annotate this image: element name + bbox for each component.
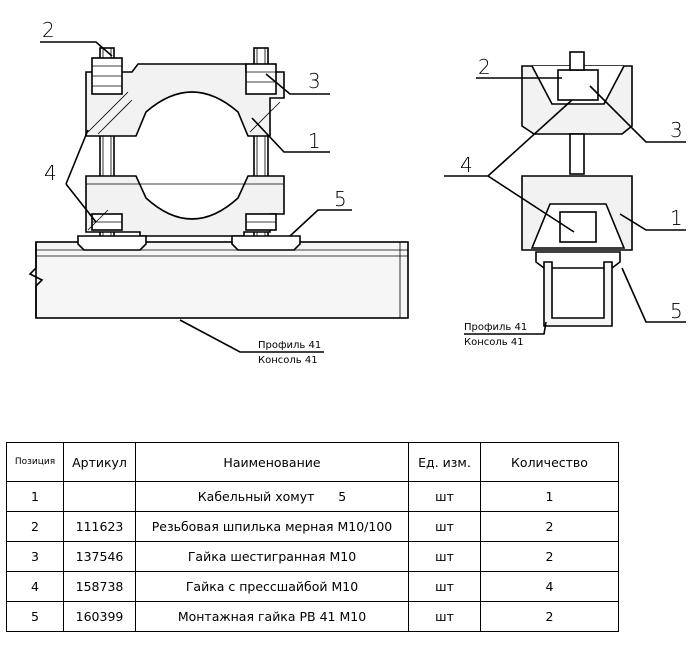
header-position: Позиция — [6, 442, 64, 482]
callout-4: 4 — [44, 161, 57, 185]
callout-1-side: 1 — [670, 206, 683, 230]
cell-position: 4 — [6, 571, 64, 602]
callout-2-side: 2 — [478, 55, 491, 79]
cell-unit: шт — [408, 541, 481, 572]
callout-5-side: 5 — [670, 299, 683, 323]
cell-name: Гайка с прессшайбой М10 — [135, 571, 409, 602]
header-name: Наименование — [135, 442, 409, 482]
cell-name: Гайка шестигранная М10 — [135, 541, 409, 572]
nut-top-right — [245, 63, 277, 95]
clamp-lower — [85, 175, 285, 237]
cell-article: 158738 — [63, 571, 136, 602]
cell-position: 3 — [6, 541, 64, 572]
leader-lines — [40, 41, 686, 353]
side-stud — [569, 133, 585, 175]
table-row: 3 137546 Гайка шестигранная М10 шт 2 — [6, 541, 619, 572]
cell-article: 160399 — [63, 601, 136, 632]
profile-bar — [35, 241, 409, 319]
cell-unit: шт — [408, 601, 481, 632]
cell-quantity: 2 — [480, 511, 619, 542]
cell-name: Кабельный хомут 5 — [135, 481, 409, 512]
profile-label: Профиль 41 — [258, 340, 321, 351]
header-unit: Ед. изм. — [408, 442, 481, 482]
cell-article: 137546 — [63, 541, 136, 572]
callout-3-side: 3 — [670, 118, 683, 142]
cell-unit: шт — [408, 481, 481, 512]
cell-quantity: 2 — [480, 601, 619, 632]
cell-unit: шт — [408, 571, 481, 602]
cell-quantity: 1 — [480, 481, 619, 512]
side-view — [521, 51, 633, 327]
table-row: 4 158738 Гайка с прессшайбой М10 шт 4 — [6, 571, 619, 602]
bill-of-materials-table: Позиция Артикул Наименование Ед. изм. Ко… — [6, 442, 619, 632]
side-nut-top — [557, 69, 599, 101]
channel-nut-left — [77, 235, 147, 251]
console-label: Консоль 41 — [258, 355, 318, 366]
table-row: 2 111623 Резьбовая шпилька мерная М10/10… — [6, 511, 619, 542]
cell-position: 1 — [6, 481, 64, 512]
callout-5: 5 — [334, 187, 347, 211]
cell-name: Резьбовая шпилька мерная М10/100 — [135, 511, 409, 542]
callout-1: 1 — [308, 129, 321, 153]
front-view — [28, 47, 409, 319]
cell-article — [63, 481, 136, 512]
cell-position: 5 — [6, 601, 64, 632]
console-label-side: Консоль 41 — [464, 337, 524, 348]
profile-label-side: Профиль 41 — [464, 322, 527, 333]
callout-2: 2 — [42, 18, 55, 42]
cell-article: 111623 — [63, 511, 136, 542]
side-profile — [543, 261, 613, 327]
cell-quantity: 4 — [480, 571, 619, 602]
channel-nut-right — [231, 235, 301, 251]
cell-quantity: 2 — [480, 541, 619, 572]
cell-position: 2 — [6, 511, 64, 542]
table-header-row: Позиция Артикул Наименование Ед. изм. Ко… — [6, 442, 619, 482]
callout-3: 3 — [308, 69, 321, 93]
header-article: Артикул — [63, 442, 136, 482]
assembly-drawing: 2 3 1 4 5 2 3 4 1 5 Профиль 41 Консоль 4… — [28, 18, 686, 366]
callout-4-side: 4 — [460, 153, 473, 177]
cell-name: Монтажная гайка РВ 41 М10 — [135, 601, 409, 632]
table-row: 5 160399 Монтажная гайка РВ 41 М10 шт 2 — [6, 601, 619, 632]
cell-unit: шт — [408, 511, 481, 542]
header-quantity: Количество — [480, 442, 619, 482]
table-row: 1 Кабельный хомут 5 шт 1 — [6, 481, 619, 512]
